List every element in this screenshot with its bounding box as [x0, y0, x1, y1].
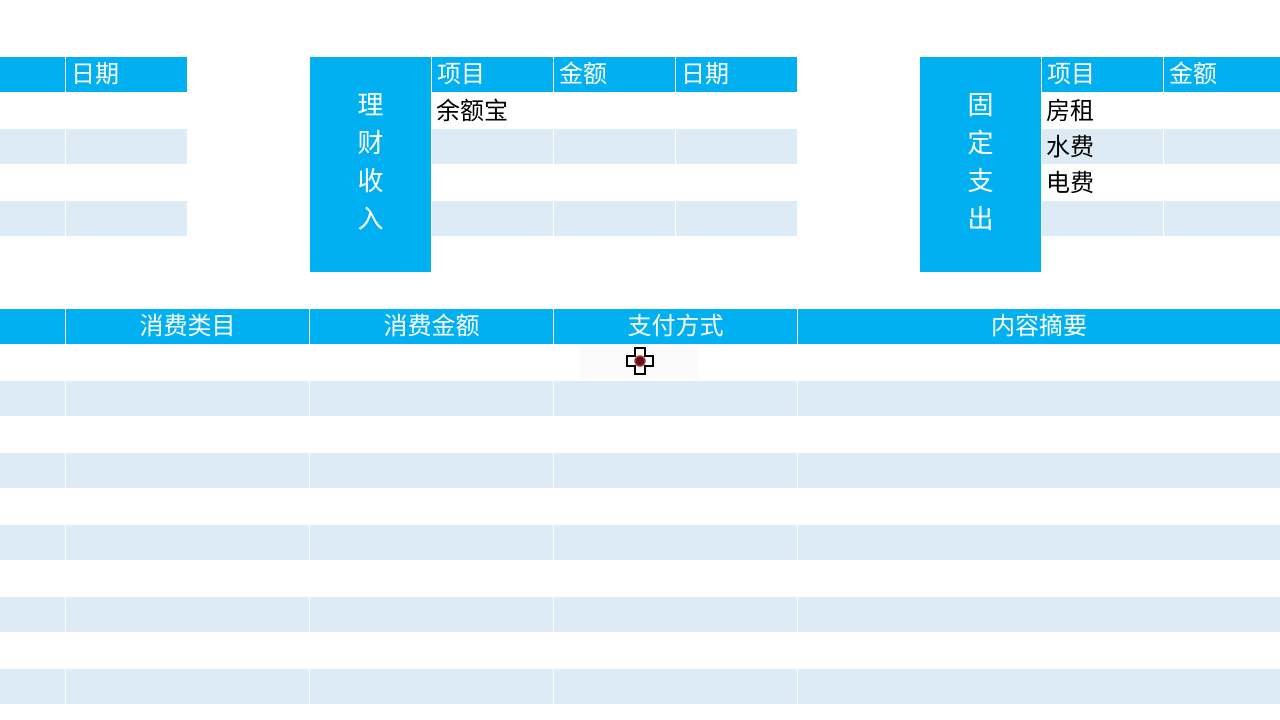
wealth-income-band-row[interactable] [432, 129, 797, 164]
column-separator [309, 453, 310, 488]
top-left-band-row[interactable] [0, 129, 187, 164]
wealth-income-label-char: 理 [357, 90, 384, 121]
top-left-header-date[interactable]: 日期 [66, 57, 187, 92]
consumption-header-amount[interactable]: 消费金额 [310, 309, 553, 344]
column-separator [797, 669, 798, 704]
wealth-income-header-item[interactable]: 项目 [432, 57, 553, 92]
consumption-band-row[interactable] [0, 525, 1280, 560]
fixed-expense-item-cell[interactable]: 水费 [1046, 133, 1094, 161]
column-separator [675, 201, 676, 236]
fixed-expense-label-char: 定 [967, 128, 994, 159]
column-separator [309, 525, 310, 560]
column-separator [797, 597, 798, 632]
column-separator [797, 525, 798, 560]
column-separator [65, 525, 66, 560]
column-separator [309, 669, 310, 704]
consumption-header-payment[interactable]: 支付方式 [554, 309, 797, 344]
column-separator [65, 669, 66, 704]
column-separator [553, 381, 554, 416]
wealth-income-label[interactable]: 理 财 收 入 [310, 57, 431, 272]
column-separator [1163, 129, 1164, 164]
wealth-income-band-row[interactable] [432, 201, 797, 236]
fixed-expense-header-item[interactable]: 项目 [1042, 57, 1163, 92]
fixed-expense-label-char: 支 [967, 166, 994, 197]
column-separator [553, 129, 554, 164]
fixed-expense-label-char: 出 [967, 204, 994, 235]
consumption-band-row[interactable] [0, 669, 1280, 704]
column-separator [65, 201, 66, 236]
wealth-income-label-char: 入 [357, 204, 384, 235]
fixed-expense-item-cell[interactable]: 电费 [1046, 169, 1094, 197]
wealth-income-item-cell[interactable]: 余额宝 [436, 97, 508, 125]
wealth-income-header-amount[interactable]: 金额 [554, 57, 675, 92]
column-separator [309, 597, 310, 632]
consumption-band-row[interactable] [0, 381, 1280, 416]
consumption-band-row[interactable] [0, 453, 1280, 488]
column-separator [553, 525, 554, 560]
consumption-band-row[interactable] [0, 597, 1280, 632]
fixed-expense-label-char: 固 [967, 90, 994, 121]
consumption-header-summary[interactable]: 内容摘要 [798, 309, 1280, 344]
column-separator [65, 597, 66, 632]
wealth-income-label-char: 收 [357, 166, 384, 197]
column-separator [65, 129, 66, 164]
column-separator [553, 669, 554, 704]
wealth-income-label-char: 财 [357, 128, 384, 159]
column-separator [553, 597, 554, 632]
cross-cursor-icon [626, 347, 654, 375]
column-separator [553, 201, 554, 236]
fixed-expense-band-row[interactable] [1042, 129, 1280, 164]
column-separator [65, 381, 66, 416]
fixed-expense-item-cell[interactable]: 房租 [1046, 97, 1094, 125]
fixed-expense-band-row[interactable] [1042, 201, 1280, 236]
column-separator [1163, 201, 1164, 236]
consumption-header-category[interactable]: 消费类目 [66, 309, 309, 344]
column-separator [553, 453, 554, 488]
column-separator [675, 129, 676, 164]
top-left-band-row[interactable] [0, 201, 187, 236]
top-left-header-blank[interactable] [0, 57, 65, 92]
column-separator [309, 381, 310, 416]
column-separator [797, 381, 798, 416]
consumption-header-blank[interactable] [0, 309, 65, 344]
column-separator [65, 453, 66, 488]
column-separator [797, 453, 798, 488]
fixed-expense-label[interactable]: 固 定 支 出 [920, 57, 1041, 272]
fixed-expense-header-amount[interactable]: 金额 [1164, 57, 1280, 92]
wealth-income-header-date[interactable]: 日期 [676, 57, 797, 92]
